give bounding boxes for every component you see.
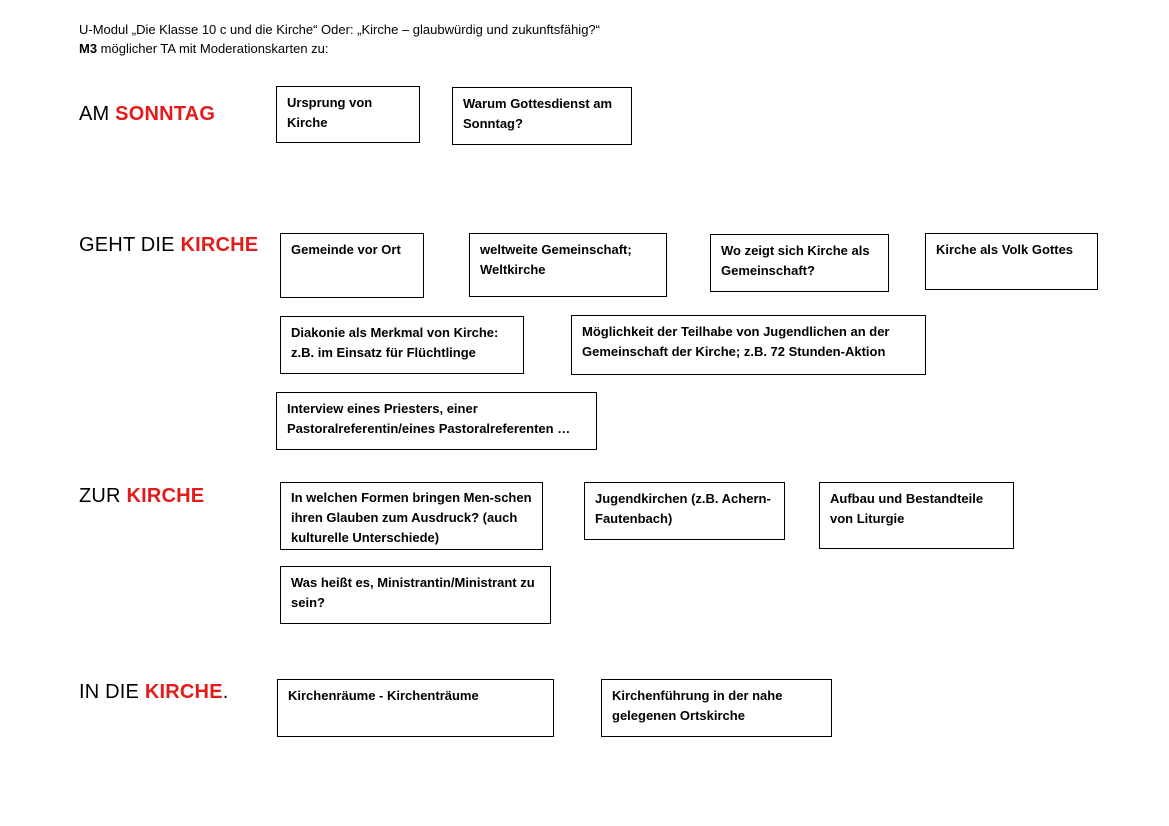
card-kirchenraeume: Kirchenräume - Kirchenträume <box>277 679 554 737</box>
card-warum-gottesdienst: Warum Gottesdienst am Sonntag? <box>452 87 632 145</box>
heading-in-die-kirche: IN DIE KIRCHE. <box>79 681 229 703</box>
material-code: M3 <box>79 41 98 56</box>
heading-zur-kirche: ZUR KIRCHE <box>79 485 205 507</box>
header-subtitle-line: M3 möglicher TA mit Moderationskarten zu… <box>79 39 600 58</box>
card-teilhabe-jugendliche: Möglichkeit der Teilhabe von Jugendliche… <box>571 315 926 375</box>
card-interview-priester: Interview eines Priesters, einer Pastora… <box>276 392 597 450</box>
card-wo-zeigt-sich-kirche: Wo zeigt sich Kirche als Gemeinschaft? <box>710 234 889 292</box>
header-title-line: U-Modul „Die Klasse 10 c und die Kirche“… <box>79 22 600 37</box>
document-header: U-Modul „Die Klasse 10 c und die Kirche“… <box>79 20 600 58</box>
card-weltweite-gemeinschaft: weltweite Gemeinschaft; Weltkirche <box>469 233 667 297</box>
card-formen-glauben: In welchen Formen bringen Men-schen ihre… <box>280 482 543 550</box>
header-subtitle-text: möglicher TA mit Moderationskarten zu: <box>97 41 329 56</box>
card-ursprung-von-kirche: Ursprung von Kirche <box>276 86 420 143</box>
card-kirchenfuehrung: Kirchenführung in der nahe gelegenen Ort… <box>601 679 832 737</box>
card-aufbau-liturgie: Aufbau und Bestandteile von Liturgie <box>819 482 1014 549</box>
card-diakonie: Diakonie als Merkmal von Kirche: z.B. im… <box>280 316 524 374</box>
heading-am-sonntag: AM SONNTAG <box>79 103 216 125</box>
card-jugendkirchen: Jugendkirchen (z.B. Achern-Fautenbach) <box>584 482 785 540</box>
card-gemeinde-vor-ort: Gemeinde vor Ort <box>280 233 424 298</box>
card-kirche-als-volk-gottes: Kirche als Volk Gottes <box>925 233 1098 290</box>
card-ministrant: Was heißt es, Ministrantin/Ministrant zu… <box>280 566 551 624</box>
heading-geht-die-kirche: GEHT DIE KIRCHE <box>79 234 259 256</box>
